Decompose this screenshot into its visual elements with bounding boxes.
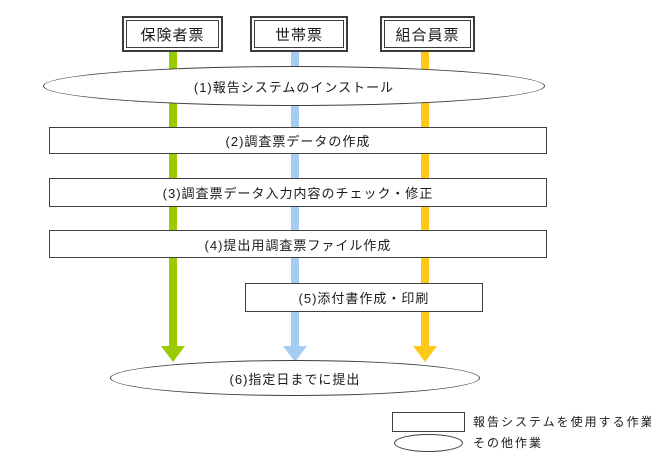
step-5-attachment-rect: (5)添付書作成・印刷 <box>245 283 483 312</box>
legend-ellipse-symbol <box>394 434 463 452</box>
down-arrow-icon <box>283 346 307 362</box>
legend-rect-symbol <box>392 412 465 432</box>
down-arrow-icon <box>161 346 185 362</box>
legend-rect-label: 報告システムを使用する作業 <box>473 415 651 429</box>
step-4-create-file-rect: (4)提出用調査票ファイル作成 <box>49 230 547 258</box>
legend-ellipse-label: その他作業 <box>473 436 544 450</box>
step-3-check-fix-rect: (3)調査票データ入力内容のチェック・修正 <box>49 178 547 207</box>
step-2-create-data-rect: (2)調査票データの作成 <box>49 127 547 154</box>
insurer-form-box: 保険者票 <box>122 16 223 52</box>
step-6-submit-ellipse: (6)指定日までに提出 <box>110 360 480 396</box>
insurer-form-label: 保険者票 <box>126 20 219 48</box>
household-form-label: 世帯票 <box>254 20 344 48</box>
member-form-label: 組合員票 <box>384 20 471 48</box>
step-1-install-ellipse: (1)報告システムのインストール <box>43 66 545 106</box>
down-arrow-icon <box>413 346 437 362</box>
household-form-box: 世帯票 <box>250 16 348 52</box>
member-form-box: 組合員票 <box>380 16 475 52</box>
